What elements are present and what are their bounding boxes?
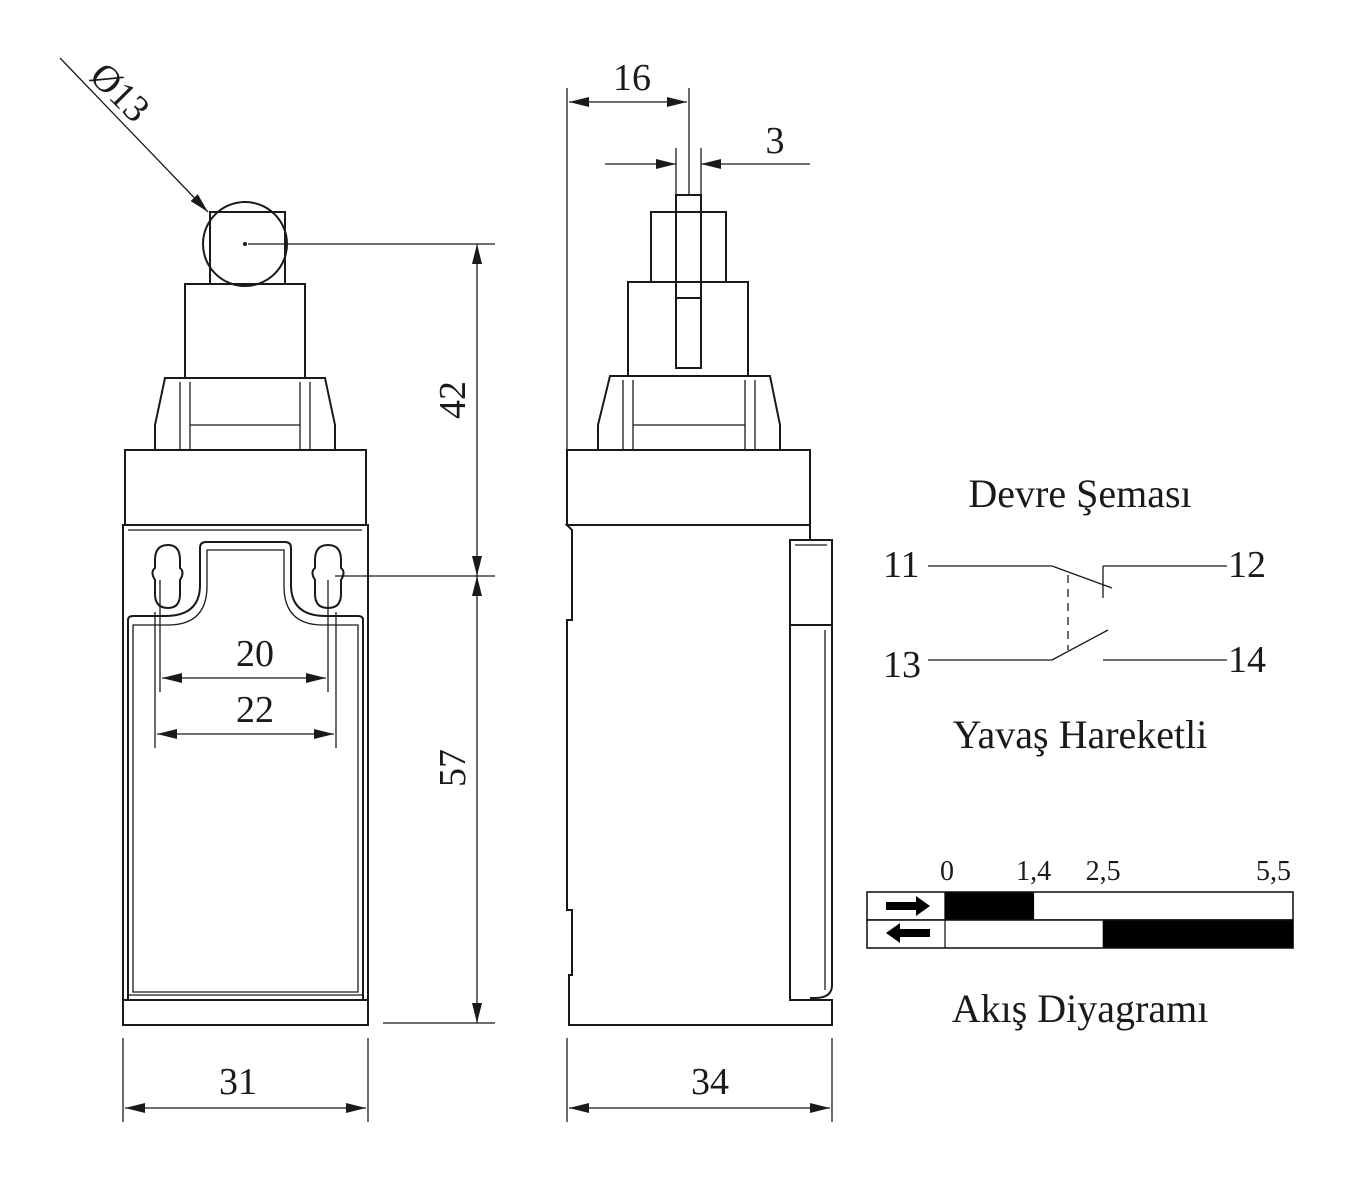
no-closed-segment xyxy=(1102,920,1294,948)
dimension-lines: Ø13 42 57 20 22 31 34 16 xyxy=(59,55,833,1122)
roller-width-label: 3 xyxy=(766,120,785,162)
travel-tick-label: 2,5 xyxy=(1086,856,1121,887)
nc-closed-segment xyxy=(944,892,1035,920)
terminal-11: 11 xyxy=(883,544,920,586)
mounting-slot-left xyxy=(151,543,184,610)
body-side xyxy=(564,524,833,1026)
roller-axle xyxy=(209,211,286,285)
terminal-14: 14 xyxy=(1228,639,1266,681)
travel-row-nc xyxy=(866,891,1294,921)
mounting-slot-right xyxy=(311,543,345,610)
travel-tick-label: 1,4 xyxy=(1016,856,1051,887)
arrow-left-icon xyxy=(886,923,930,943)
circuit-diagram: Devre Şeması 11 12 13 14 Yavaş Hareketli xyxy=(883,471,1266,757)
roller-diameter-label: Ø13 xyxy=(82,55,158,131)
body-front xyxy=(122,524,369,1026)
circuit-title: Devre Şeması xyxy=(968,471,1191,516)
head-flange xyxy=(154,377,336,450)
terminal-12: 12 xyxy=(1228,544,1266,586)
action-type-label: Yavaş Hareketli xyxy=(953,712,1208,757)
travel-diagram: 0 1,4 2,5 5,5 Akış Diyagramı xyxy=(866,856,1294,1031)
roller-offset-label: 16 xyxy=(613,57,651,99)
side-view xyxy=(564,194,833,1026)
travel-diagram-title: Akış Diyagramı xyxy=(952,986,1209,1031)
side-depth-label: 34 xyxy=(691,1061,729,1103)
hole-spacing-inner-label: 20 xyxy=(236,633,274,675)
arrow-right-icon xyxy=(886,896,930,916)
actuator-height-label: 42 xyxy=(432,381,474,419)
travel-tick-label: 0 xyxy=(940,856,954,887)
body-height-label: 57 xyxy=(432,749,474,787)
terminal-13: 13 xyxy=(883,644,921,686)
travel-tick-label: 5,5 xyxy=(1256,856,1291,887)
front-view xyxy=(122,201,369,1026)
head-block xyxy=(124,449,367,526)
front-width-label: 31 xyxy=(219,1061,257,1103)
plunger xyxy=(184,283,306,379)
hole-spacing-outer-label: 22 xyxy=(236,689,274,731)
